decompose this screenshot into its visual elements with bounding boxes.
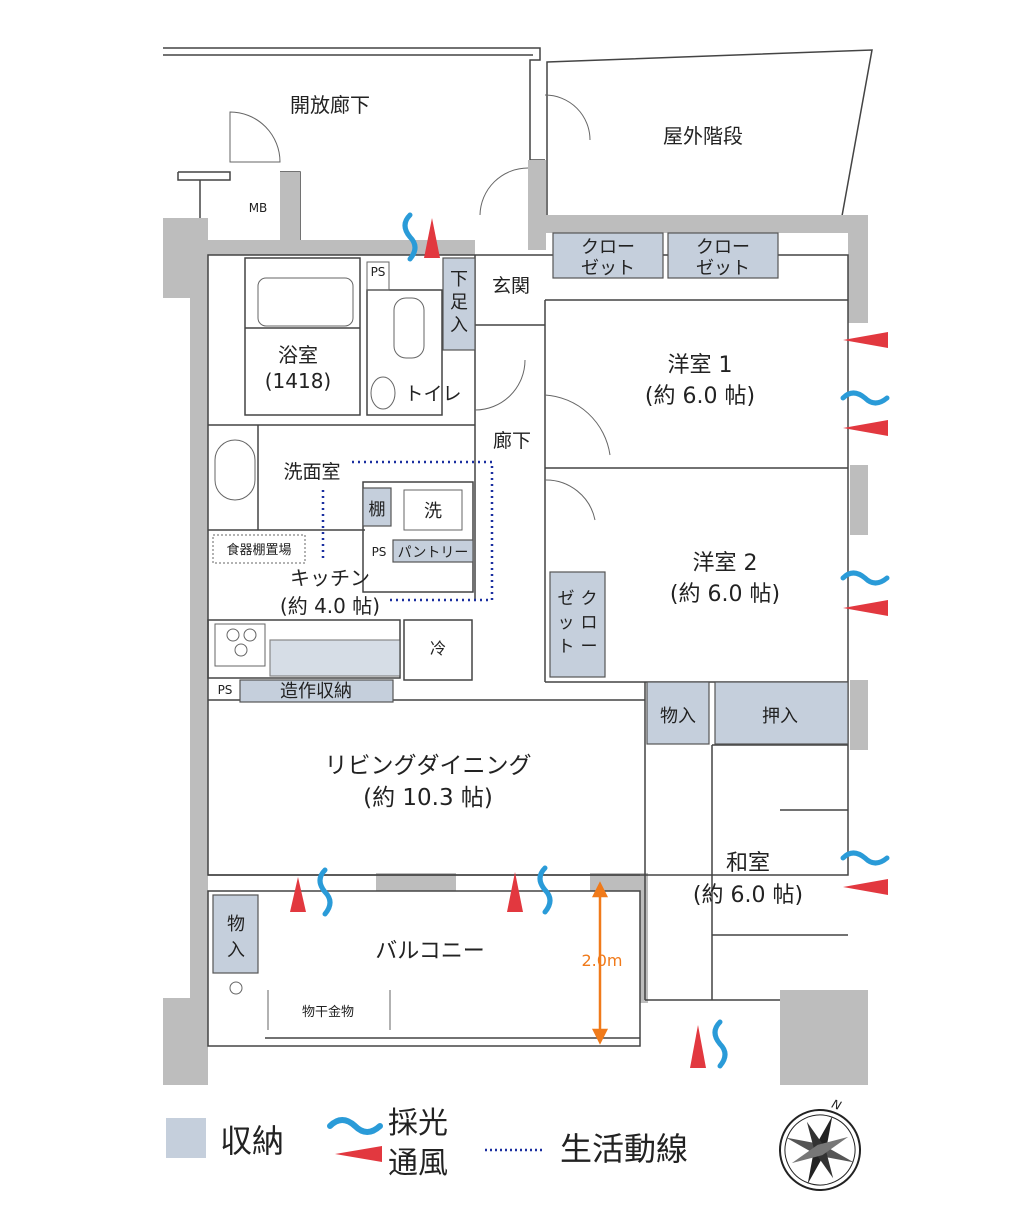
bath-size-label: (1418): [265, 369, 332, 393]
hallway-label: 廊下: [493, 430, 531, 452]
wic-label-3: ッ: [558, 613, 575, 633]
balcony-depth-dimension: [591, 881, 609, 1045]
living-label: リビングダイニング: [325, 753, 532, 779]
storage-areas: [212, 232, 849, 974]
kitchen-size: (約 4.0 帖): [280, 594, 380, 618]
legend-daylight-label: 採光: [388, 1106, 448, 1141]
outdoor-stairs-label: 屋外階段: [663, 124, 743, 148]
shoe-storage-label-2: 足: [450, 292, 468, 313]
legend: 収納 採光 通風 生活動線: [166, 1106, 688, 1181]
pantry-label: パントリー: [398, 545, 469, 561]
ps-label: PS: [371, 265, 386, 279]
closet1-label-2: ゼット: [581, 258, 635, 279]
compass-north-label: N: [830, 1097, 843, 1113]
wic-label-5: ト: [558, 637, 575, 657]
bath-label: 浴室: [278, 343, 318, 367]
mb-label: MB: [249, 201, 268, 215]
western-room-2-size: (約 6.0 帖): [670, 582, 780, 607]
western-room-1-label: 洋室 1: [668, 353, 733, 378]
oshiire-label: 押入: [762, 706, 798, 727]
legend-ventilation-icon: [335, 1146, 382, 1162]
wic-label-1: ゼ: [558, 589, 575, 609]
wic-label-4: ロ: [581, 613, 598, 633]
wic-label-2: ク: [581, 589, 598, 609]
dish-cabinet-label: 食器棚置場: [226, 542, 291, 558]
japanese-room-size: (約 6.0 帖): [693, 883, 803, 908]
legend-ventilation-label: 通風: [388, 1146, 448, 1181]
daylight-waves: [317, 212, 890, 1069]
shoe-storage-label-1: 下: [450, 269, 468, 290]
closet2-label-2: ゼット: [696, 258, 750, 279]
living-size: (約 10.3 帖): [363, 785, 493, 811]
fridge-label: 冷: [430, 639, 446, 658]
western-room-1-size: (約 6.0 帖): [645, 384, 755, 409]
closet1-label-1: クロー: [581, 237, 635, 258]
kitchen-label: キッチン: [290, 566, 370, 590]
western-room-2-label: 洋室 2: [693, 551, 758, 576]
legend-storage-label: 収納: [220, 1122, 284, 1160]
washroom-label: 洗面室: [283, 461, 340, 483]
ps-label-living: PS: [218, 683, 233, 697]
toilet-label: トイレ: [404, 383, 461, 405]
exterior-outline: [163, 47, 873, 240]
legend-daylight-icon: [327, 1117, 383, 1135]
compass-icon: N: [779, 1097, 861, 1191]
closet2-label-1: クロー: [696, 237, 750, 258]
shelf-label: 棚: [369, 500, 386, 520]
balcony-label: バルコニー: [375, 939, 485, 964]
legend-route-label: 生活動線: [560, 1130, 688, 1168]
genkan-label: 玄関: [492, 275, 530, 297]
legend-storage-swatch: [166, 1118, 206, 1158]
drying-rack-label: 物干金物: [302, 1004, 354, 1020]
open-corridor-label: 開放廊下: [290, 93, 370, 117]
japanese-room-label: 和室: [726, 851, 770, 876]
shoe-storage-label-3: 入: [450, 315, 468, 336]
ventilation-arrows: [290, 218, 888, 1068]
wic-label-6: ー: [581, 637, 598, 657]
storage-label: 物入: [660, 706, 696, 727]
balcony-depth-label: 2.0m: [581, 951, 622, 970]
balcony-storage-label-1: 物: [227, 914, 245, 935]
drain-icon: [229, 981, 243, 995]
ps-label-kitchen: PS: [372, 545, 387, 559]
walls: [163, 160, 868, 1085]
washer-label: 洗: [424, 501, 442, 522]
balcony-storage-label-2: 入: [227, 940, 245, 961]
builtin-storage-label: 造作収納: [280, 681, 352, 702]
